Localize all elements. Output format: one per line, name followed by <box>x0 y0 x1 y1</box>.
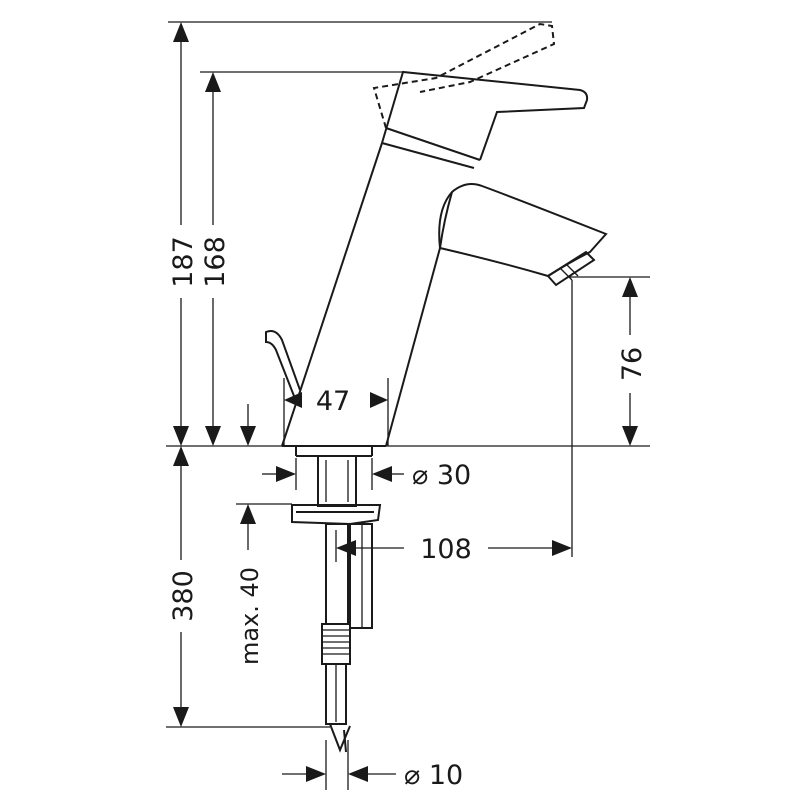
dimension-label-47: 47 <box>316 386 350 417</box>
dimension-187 <box>173 22 189 446</box>
lever-alternate-position <box>372 22 556 129</box>
dimension-label-d30: ⌀ 30 <box>412 460 471 491</box>
dimension-380 <box>173 446 189 727</box>
dimension-label-76: 76 <box>617 347 648 381</box>
extension-lines <box>166 21 650 728</box>
under-sink-assembly <box>291 455 382 753</box>
dimension-76 <box>622 277 638 446</box>
dimension-47 <box>283 378 389 446</box>
dimension-label-168: 168 <box>200 236 231 288</box>
base-reference-arrow <box>240 404 256 446</box>
dimension-label-max40: max. 40 <box>236 567 264 665</box>
dimension-d30 <box>262 458 404 490</box>
dimension-d10 <box>282 740 396 790</box>
popup-rod <box>265 330 301 397</box>
dimension-label-380: 380 <box>168 570 199 622</box>
dimension-108 <box>335 530 572 562</box>
dimension-label-d10: ⌀ 10 <box>404 760 463 791</box>
dimension-label-187: 187 <box>168 236 199 288</box>
dimension-label-108: 108 <box>420 534 472 565</box>
dimension-max40 <box>240 504 256 550</box>
dimension-168 <box>205 72 221 446</box>
